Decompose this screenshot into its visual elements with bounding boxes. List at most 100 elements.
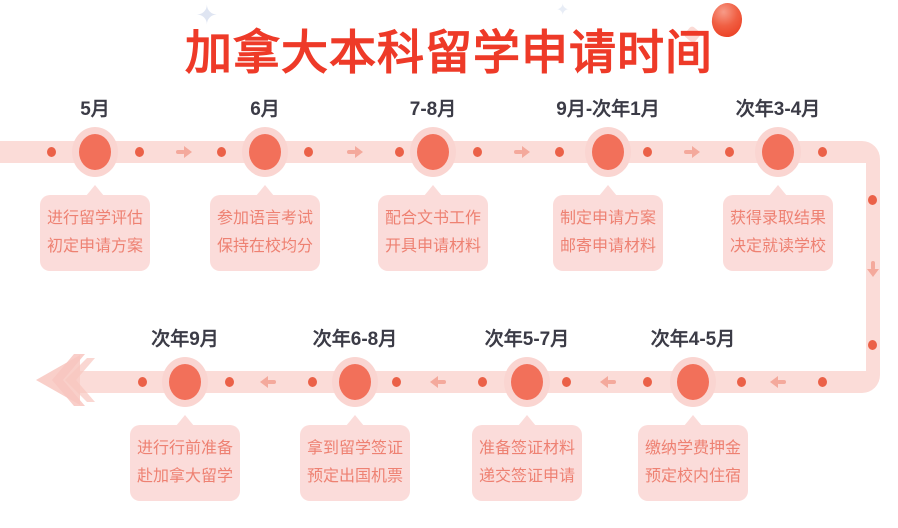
sparkle-icon: ✦: [196, 0, 218, 30]
card-pointer: [346, 415, 364, 426]
timeline-dot: [478, 377, 487, 387]
milestone-month: 次年9月: [151, 329, 219, 350]
page-title: 加拿大本科留学申请时间: [185, 26, 713, 79]
timeline-node: [585, 127, 631, 177]
timeline-dot: [47, 147, 56, 157]
card-pointer: [424, 185, 442, 196]
milestone-top-1: 5月 进行留学评估 初定申请方案: [35, 94, 155, 284]
timeline-dot: [304, 147, 313, 157]
milestone-card: 获得录取结果 决定就读学校: [723, 195, 833, 271]
flow-arrow-left-icon: [258, 376, 276, 388]
milestone-month: 6月: [250, 99, 280, 120]
timeline-dot: [395, 147, 404, 157]
card-pointer: [684, 415, 702, 426]
sparkle-icon: ✦: [556, 2, 570, 19]
card-line-1: 配合文书工作: [384, 210, 481, 227]
milestone-card: 参加语言考试 保持在校均分: [210, 195, 320, 271]
milestone-card: 配合文书工作 开具申请材料: [378, 195, 488, 271]
timeline-node-core: [417, 134, 449, 170]
card-pointer: [599, 185, 617, 196]
card-line-1: 缴纳学费押金: [644, 440, 741, 457]
timeline-node-core: [511, 364, 543, 400]
card-line-1: 进行留学评估: [46, 210, 143, 227]
timeline-dot: [868, 340, 877, 350]
milestone-card: 拿到留学签证 预定出国机票: [300, 425, 410, 501]
card-line-1: 参加语言考试: [216, 210, 313, 227]
card-pointer: [518, 415, 536, 426]
milestone-card: 进行留学评估 初定申请方案: [40, 195, 150, 271]
milestone-card: 缴纳学费押金 预定校内住宿: [638, 425, 748, 501]
timeline-bottom-band: [70, 371, 760, 393]
milestone-month: 5月: [80, 99, 110, 120]
timeline-node: [504, 357, 550, 407]
milestone-top-3: 7-8月 配合文书工作 开具申请材料: [373, 94, 493, 284]
timeline-dot: [643, 147, 652, 157]
milestone-card: 准备签证材料 递交签证申请: [472, 425, 582, 501]
milestone-bottom-2: 次年6-8月 拿到留学签证 预定出国机票: [295, 324, 415, 514]
card-line-2: 递交签证申请: [478, 468, 575, 485]
milestone-month: 7-8月: [409, 99, 457, 120]
timeline-dot: [392, 377, 401, 387]
card-line-2: 邮寄申请材料: [559, 238, 656, 255]
milestone-month: 次年4-5月: [650, 329, 736, 350]
timeline-node: [755, 127, 801, 177]
card-line-2: 保持在校均分: [216, 238, 313, 255]
card-line-2: 决定就读学校: [729, 238, 826, 255]
flow-arrow-left-icon: [768, 376, 786, 388]
milestone-bottom-1: 次年9月 进行行前准备 赴加拿大留学: [125, 324, 245, 514]
flow-arrow-right-icon: [176, 146, 194, 158]
timeline-dot: [818, 147, 827, 157]
timeline-dot: [725, 147, 734, 157]
milestone-card: 制定申请方案 邮寄申请材料: [553, 195, 663, 271]
timeline-node: [162, 357, 208, 407]
milestone-bottom-4: 次年4-5月 缴纳学费押金 预定校内住宿: [633, 324, 753, 514]
milestone-month: 次年3-4月: [735, 99, 821, 120]
timeline-node-core: [339, 364, 371, 400]
card-line-1: 准备签证材料: [478, 440, 575, 457]
timeline-dot: [643, 377, 652, 387]
flow-arrow-left-icon: [428, 376, 446, 388]
timeline-dot: [562, 377, 571, 387]
timeline-node-core: [592, 134, 624, 170]
flow-arrow-left-icon: [598, 376, 616, 388]
timeline-dot: [818, 377, 827, 387]
card-line-1: 制定申请方案: [559, 210, 656, 227]
timeline-dot: [473, 147, 482, 157]
flow-arrow-right-icon: [514, 146, 532, 158]
card-pointer: [256, 185, 274, 196]
timeline-dot: [217, 147, 226, 157]
triple-chevron-left-icon: [36, 354, 95, 406]
timeline-dot: [555, 147, 564, 157]
timeline-node: [242, 127, 288, 177]
timeline-dot: [868, 195, 877, 205]
timeline-node-core: [762, 134, 794, 170]
timeline-node-core: [169, 364, 201, 400]
timeline-dot: [308, 377, 317, 387]
timeline-node: [670, 357, 716, 407]
timeline-dot: [138, 377, 147, 387]
card-line-2: 初定申请方案: [46, 238, 143, 255]
milestone-top-4: 9月-次年1月 制定申请方案 邮寄申请材料: [548, 94, 668, 284]
timeline-dot: [737, 377, 746, 387]
flow-arrow-right-icon: [684, 146, 702, 158]
timeline-node-core: [79, 134, 111, 170]
flow-arrow-down-icon: [867, 261, 879, 279]
card-line-2: 开具申请材料: [384, 238, 481, 255]
timeline-node-core: [249, 134, 281, 170]
timeline-node-core: [677, 364, 709, 400]
card-line-2: 预定校内住宿: [644, 468, 741, 485]
milestone-month: 9月-次年1月: [556, 99, 660, 120]
card-line-1: 进行行前准备: [136, 440, 233, 457]
card-line-2: 赴加拿大留学: [136, 468, 233, 485]
milestone-month: 次年6-8月: [312, 329, 398, 350]
card-line-1: 拿到留学签证: [306, 440, 403, 457]
timeline-dot: [225, 377, 234, 387]
card-line-2: 预定出国机票: [306, 468, 403, 485]
card-line-1: 获得录取结果: [729, 210, 826, 227]
timeline-node: [410, 127, 456, 177]
timeline-node: [332, 357, 378, 407]
timeline-dot: [135, 147, 144, 157]
milestone-top-2: 6月 参加语言考试 保持在校均分: [205, 94, 325, 284]
milestone-top-5: 次年3-4月 获得录取结果 决定就读学校: [718, 94, 838, 284]
